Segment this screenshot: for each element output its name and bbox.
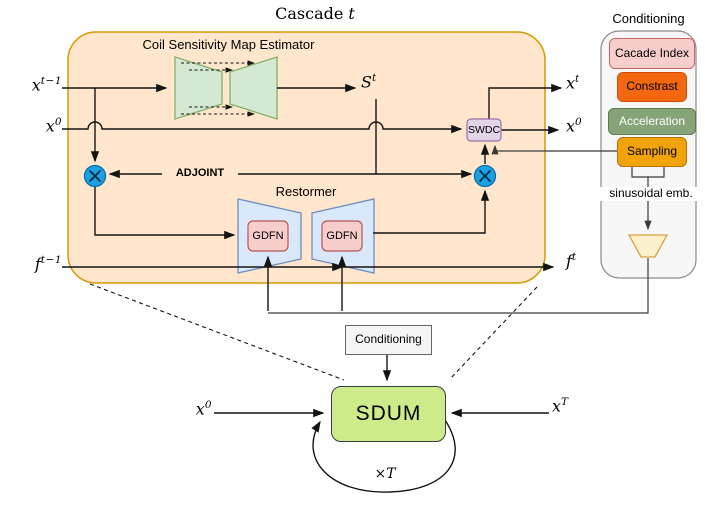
input-x0-label: x0 [45,116,62,136]
gdfn1-box [247,220,289,252]
csme-encoder-decoder-icon [174,56,278,120]
signal-wires [62,83,563,493]
output-x0-label: x0 [566,116,583,136]
cascade-box [67,31,546,284]
conditioning-box: Conditioning [345,325,432,355]
restormer-label: Restormer [275,184,337,199]
conditioning-panel-title: Conditioning [612,11,685,26]
gdfn2-label: GDFN [326,229,358,242]
cascade-title: Cascade t [275,4,355,23]
adjoint-label: ADJOINT [162,167,238,180]
cascade-index-chip: Cacade Index [609,38,695,69]
multiply-icon [83,164,107,188]
bottom-x0-label: x0 [195,399,212,419]
sdum-box: SDUM [331,386,446,442]
output-x-t-label: xt [566,73,580,93]
multiply-icon [473,164,497,188]
input-x-prev-label: xt−1 [31,75,62,95]
swdc-label: SWDC [467,123,501,136]
output-f-t-label: ft [566,251,577,271]
sampling-chip: Sampling [617,137,687,167]
funnel-icon [627,234,669,258]
csme-label: Coil Sensitivity Map Estimator [142,37,315,52]
conditioning-wires [268,144,665,314]
bottom-xT-label: xT [552,396,569,416]
gdfn2-box [321,220,363,252]
loop-times-label: ×T [374,466,396,482]
acceleration-chip: Acceleration [608,108,696,135]
input-f-prev-label: ft−1 [34,254,62,274]
swdc-box [466,118,502,142]
contrast-chip: Constrast [617,72,687,102]
zoom-correspondence-lines [89,283,538,381]
sensitivity-map-label: St [361,72,377,92]
csme-skip-connections [181,60,256,117]
sinusoidal-embedding-label: sinusoidal emb. [596,186,705,201]
gdfn1-label: GDFN [252,229,284,242]
